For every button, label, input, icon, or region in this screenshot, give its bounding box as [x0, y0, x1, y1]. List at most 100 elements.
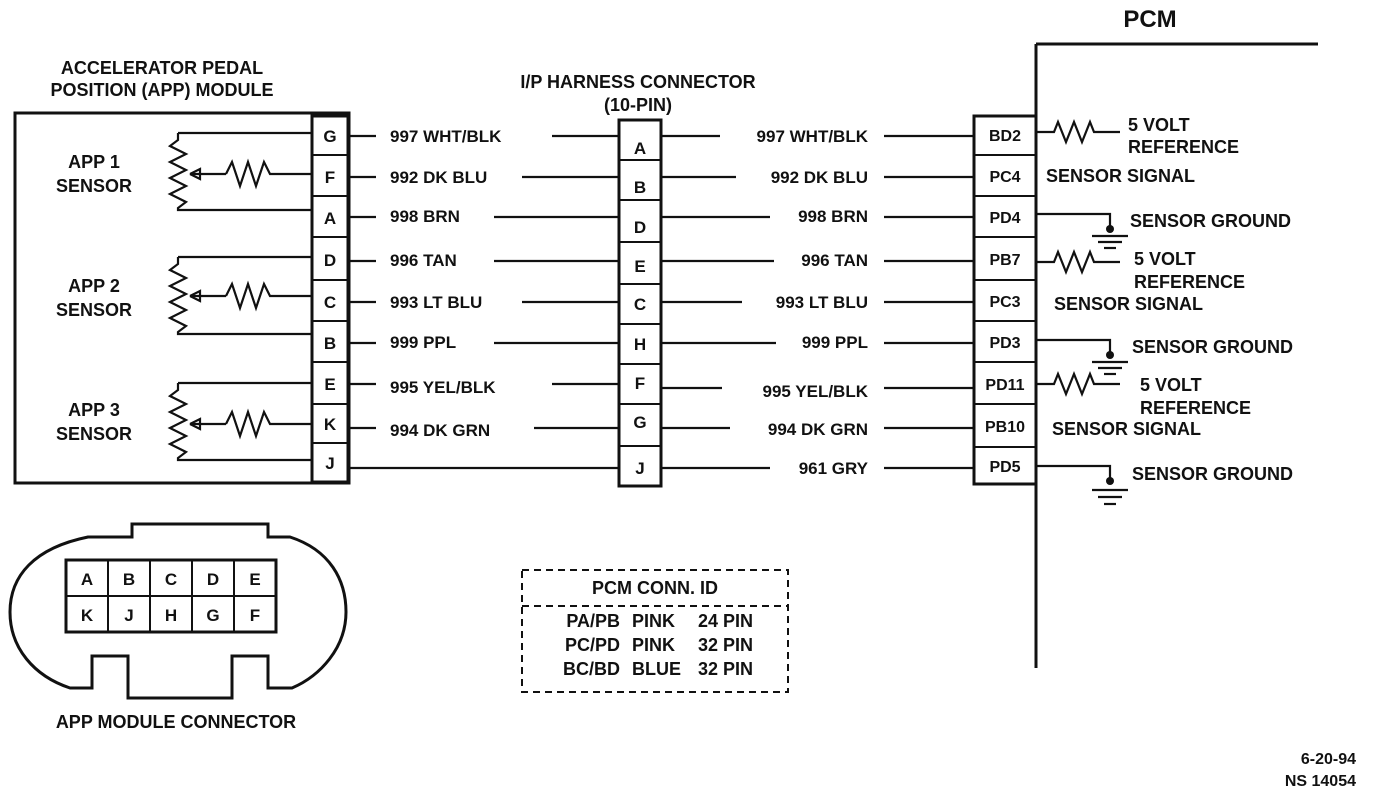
ref1-label-1: 5 VOLT: [1128, 115, 1190, 135]
app-module-connector: A B C D E K J H G F APP MODULE CONNECTOR: [8, 522, 348, 732]
pcm-title: PCM: [1123, 6, 1176, 33]
sig1-label: SENSOR SIGNAL: [1046, 166, 1195, 186]
wire-label: 999 PPL: [802, 333, 868, 352]
pcm-pin-label: PD4: [989, 210, 1020, 227]
pcm-pin-label: PD5: [989, 459, 1020, 476]
app2-label-1: APP 2: [68, 276, 120, 296]
pcm-pin-label: PC3: [989, 294, 1020, 311]
table-cell: 32 PIN: [698, 635, 753, 655]
wire-label: 998 BRN: [798, 207, 868, 226]
wire-label: 994 DK GRN: [768, 420, 868, 439]
wire-labels-left: 997 WHT/BLK 992 DK BLU 998 BRN 996 TAN 9…: [390, 127, 502, 440]
ref3-label-1: 5 VOLT: [1140, 375, 1202, 395]
wire-label: 999 PPL: [390, 333, 456, 352]
wire-label: 992 DK BLU: [390, 168, 487, 187]
pcm-function-labels: 5 VOLT REFERENCE SENSOR SIGNAL SENSOR GR…: [1046, 115, 1293, 484]
wire-label: 995 YEL/BLK: [762, 382, 868, 401]
wire-label: 993 LT BLU: [390, 293, 482, 312]
app-pin-label: C: [324, 293, 336, 312]
wire-label: 996 TAN: [390, 251, 457, 270]
app-pin-label: E: [324, 375, 335, 394]
connector-pin: H: [165, 606, 177, 625]
table-border: [521, 569, 789, 693]
app2-potentiometer-icon: [167, 255, 312, 336]
table-cell: PA/PB: [566, 611, 620, 631]
pcm-pin-label: BD2: [989, 128, 1021, 145]
harness-pin-label: D: [634, 218, 646, 237]
wire-label: 994 DK GRN: [390, 421, 490, 440]
wire-labels-right: 997 WHT/BLK 992 DK BLU 998 BRN 996 TAN 9…: [757, 127, 869, 478]
pcm-pin-column: [972, 114, 1038, 486]
ref1-label-2: REFERENCE: [1128, 137, 1239, 157]
app-pin-column: [310, 114, 350, 484]
app-pin-label: B: [324, 334, 336, 353]
pcm-pin-label: PC4: [989, 169, 1020, 186]
app-pin-label: D: [324, 251, 336, 270]
ref2-label-1: 5 VOLT: [1134, 249, 1196, 269]
wire-label: 997 WHT/BLK: [390, 127, 502, 146]
table-cell: PINK: [632, 611, 675, 631]
harness-pin-label: A: [634, 139, 646, 158]
connector-pin: K: [81, 606, 94, 625]
app-pin-label: G: [323, 127, 336, 146]
app1-label-1: APP 1: [68, 152, 120, 172]
app3-label-1: APP 3: [68, 400, 120, 420]
connector-pin: B: [123, 570, 135, 589]
harness-connector: A B D E C H F G J: [617, 118, 663, 488]
ground-icon: [1106, 351, 1114, 359]
connector-pin: E: [249, 570, 260, 589]
wires-right: [661, 134, 974, 470]
harness-title-2: (10-PIN): [604, 95, 672, 115]
connector-pin: C: [165, 570, 177, 589]
app1-potentiometer-icon: [167, 131, 312, 212]
pcm-internal-circuits: [1036, 119, 1128, 506]
app-pin-label: A: [324, 209, 336, 228]
wire-label: 996 TAN: [801, 251, 868, 270]
harness-title-1: I/P HARNESS CONNECTOR: [520, 72, 755, 92]
table-title: PCM CONN. ID: [592, 578, 718, 598]
app3-label-2: SENSOR: [56, 424, 132, 444]
harness-pin-label: G: [633, 413, 646, 432]
wire-label: 997 WHT/BLK: [757, 127, 869, 146]
pcm-connector: BD2 PC4 PD4 PB7 PC3 PD3 PD11 PB10 PD5: [972, 114, 1038, 486]
app3-potentiometer-icon: [167, 381, 312, 462]
resistor-icon: [1036, 249, 1120, 275]
table-cell: PINK: [632, 635, 675, 655]
app-module-pins: G F A D C B E K J: [310, 114, 350, 484]
app-connector-title: APP MODULE CONNECTOR: [56, 712, 296, 732]
pcm-pin-label: PB7: [989, 252, 1020, 269]
resistor-icon: [1036, 119, 1120, 145]
harness-pin-label: B: [634, 178, 646, 197]
connector-pin: G: [206, 606, 219, 625]
app-module-title-2: POSITION (APP) MODULE: [50, 80, 273, 100]
ground-icon: [1106, 225, 1114, 233]
harness-pin-label: C: [634, 295, 646, 314]
footer-ref: NS 14054: [1285, 773, 1356, 790]
sig2-label: SENSOR SIGNAL: [1054, 294, 1203, 314]
ground-icon: [1106, 477, 1114, 485]
gnd2-label: SENSOR GROUND: [1132, 337, 1293, 357]
wires-left: [348, 134, 619, 470]
app-pin-label: K: [324, 415, 337, 434]
harness-pin-label: F: [635, 374, 645, 393]
table-cell: PC/PD: [565, 635, 620, 655]
wire-label: 998 BRN: [390, 207, 460, 226]
pcm-conn-id-table: PCM CONN. ID PA/PB PINK 24 PIN PC/PD PIN…: [521, 569, 789, 693]
wire-label: 992 DK BLU: [771, 168, 868, 187]
ref3-label-2: REFERENCE: [1140, 398, 1251, 418]
ref2-label-2: REFERENCE: [1134, 272, 1245, 292]
wire-label: 961 GRY: [799, 459, 869, 478]
app1-label-2: SENSOR: [56, 176, 132, 196]
gnd1-label: SENSOR GROUND: [1130, 211, 1291, 231]
app-module-title-1: ACCELERATOR PEDAL: [61, 58, 263, 78]
app-sensor-labels: APP 1 SENSOR APP 2 SENSOR APP 3 SENSOR: [56, 152, 132, 444]
harness-pin-label: J: [635, 459, 644, 478]
app-pin-label: J: [325, 454, 334, 473]
footer-date: 6-20-94: [1301, 751, 1356, 768]
pcm-pin-label: PB10: [985, 419, 1025, 436]
connector-pin: A: [81, 570, 93, 589]
table-cell: 24 PIN: [698, 611, 753, 631]
harness-pin-label: H: [634, 335, 646, 354]
harness-pin-label: E: [634, 257, 645, 276]
